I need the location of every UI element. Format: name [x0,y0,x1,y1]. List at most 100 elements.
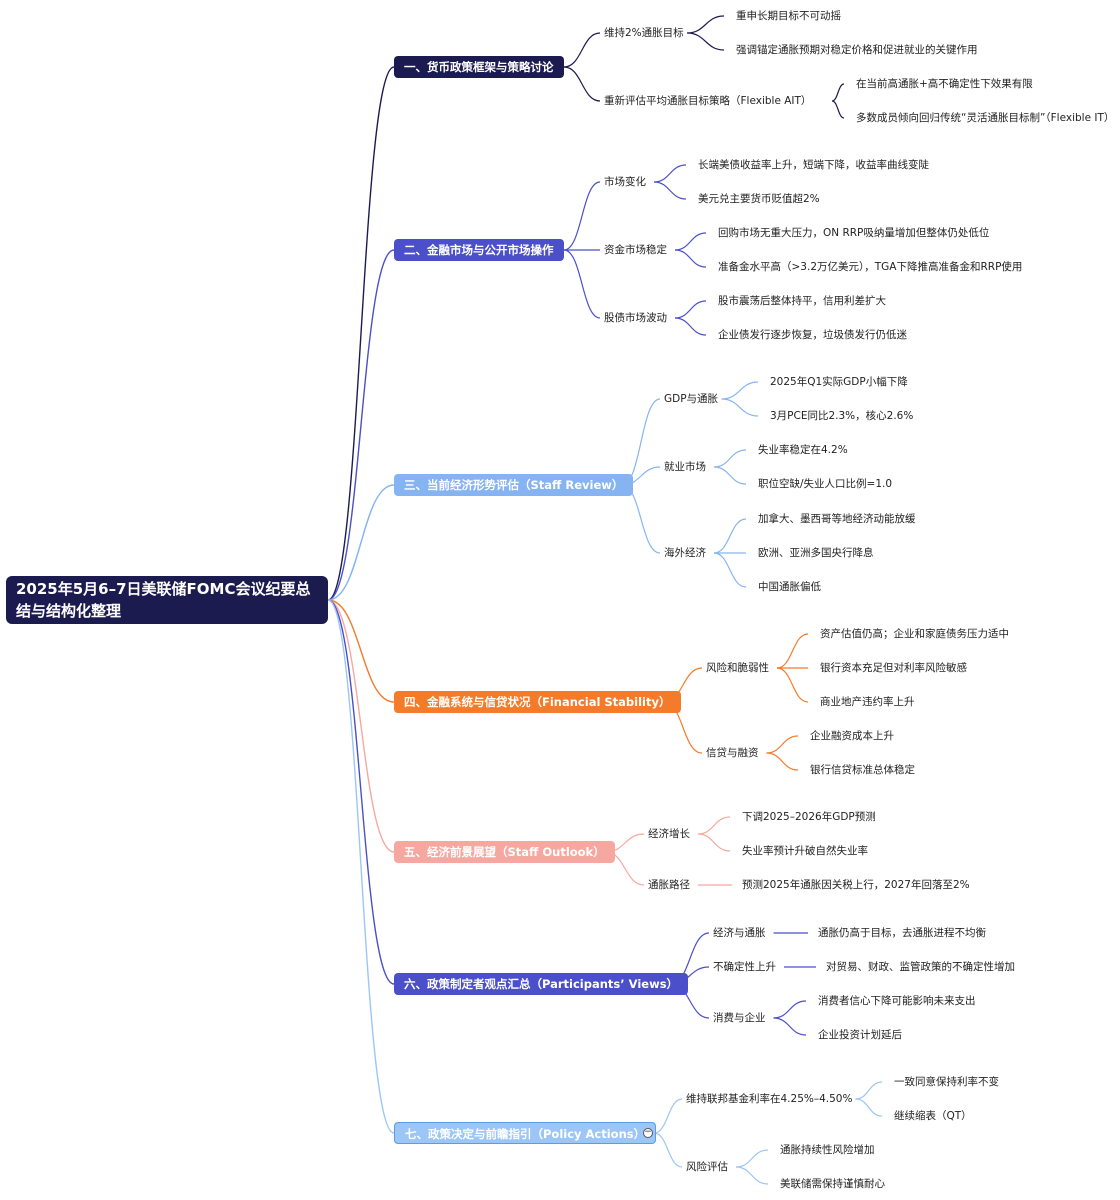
branch-2-sub-1-leaf-2[interactable]: 美元兑主要货币贬值超2% [698,193,820,205]
connector-sub-1-2-leaf-2 [831,100,845,119]
branch-2-sub-1[interactable]: 市场变化 [604,176,646,188]
branch-6-sub-3-leaf-2[interactable]: 企业投资计划延后 [818,1029,902,1041]
branch-5-sub-2-leaf-1[interactable]: 预测2025年通胀因关税上行，2027年回落至2% [742,879,970,891]
branch-7-sub-2-leaf-1[interactable]: 通胀持续性风险增加 [780,1144,875,1156]
branch-2-label: 二、金融市场与公开市场操作 [404,243,554,257]
connector-sub-6-3-leaf-2 [773,1017,807,1036]
root-title: 2025年5月6–7日美联储FOMC会议纪要总结与结构化整理 [16,580,311,620]
branch-4-sub-1-leaf-1[interactable]: 资产估值仍高；企业和家庭债务压力适中 [820,628,1009,640]
branch-6-sub-3[interactable]: 消费与企业 [713,1012,766,1024]
branch-5-sub-2[interactable]: 通胀路径 [648,879,690,891]
connector-root-branch-3 [327,484,395,601]
branch-7-sub-1[interactable]: 维持联邦基金利率在4.25%–4.50% [686,1093,853,1105]
connector-sub-5-1-leaf-2 [697,833,731,852]
connector-branch-7-sub-1 [653,1098,683,1134]
connector-sub-1-1-leaf-1 [687,15,725,34]
branch-1-sub-1-leaf-1[interactable]: 重申长期目标不可动摇 [736,10,841,22]
collapse-toggle-icon[interactable]: − [643,1127,653,1138]
connector-sub-2-3-leaf-1 [674,300,707,319]
branch-3-sub-3-leaf-2[interactable]: 欧洲、亚洲多国央行降息 [758,547,874,559]
connector-sub-4-2-leaf-1 [766,735,799,754]
connector-root-branch-4 [327,599,395,703]
connector-sub-2-3-leaf-2 [674,317,707,336]
branch-6-sub-2[interactable]: 不确定性上升 [713,961,776,973]
branch-6-sub-1[interactable]: 经济与通胀 [713,927,766,939]
branch-4-sub-1-leaf-3[interactable]: 商业地产违约率上升 [820,696,915,708]
branch-5-label: 五、经济前景展望（Staff Outlook） [404,845,605,859]
branch-3-sub-3-leaf-3[interactable]: 中国通胀偏低 [758,581,821,593]
connector-branch-7-sub-2 [653,1132,683,1168]
connector-branch-1-sub-2 [563,66,601,102]
connector-root-branch-2 [327,249,395,601]
branch-3-sub-2[interactable]: 就业市场 [664,461,706,473]
branch-6-sub-3-leaf-1[interactable]: 消费者信心下降可能影响未来支出 [818,995,976,1007]
connector-root-branch-7 [327,599,395,1134]
branch-2-sub-2[interactable]: 资金市场稳定 [604,244,667,256]
connector-sub-1-1-leaf-2 [687,32,725,51]
branch-4-label: 四、金融系统与信贷状况（Financial Stability） [404,695,671,709]
connector-sub-2-2-leaf-1 [674,232,707,251]
branch-7-sub-1-leaf-1[interactable]: 一致同意保持利率不变 [894,1076,999,1088]
branch-1-sub-2-leaf-1[interactable]: 在当前高通胀+高不确定性下效果有限 [856,78,1033,90]
branch-6-sub-1-leaf-1[interactable]: 通胀仍高于目标，去通胀进程不均衡 [818,927,986,939]
connector-sub-2-1-leaf-2 [653,181,687,200]
branch-3[interactable]: 三、当前经济形势评估（Staff Review） [394,474,634,496]
connector-branch-2-sub-3 [563,249,601,319]
branch-1[interactable]: 一、货币政策框架与策略讨论 [394,56,564,78]
connector-sub-4-1-leaf-3 [776,667,809,703]
branch-1-sub-2-leaf-2[interactable]: 多数成员倾向回归传统“灵活通胀目标制”（Flexible IT） [856,112,1115,124]
connector-sub-3-2-leaf-1 [713,449,747,468]
branch-4-sub-2[interactable]: 信贷与融资 [706,747,759,759]
branch-3-sub-3[interactable]: 海外经济 [664,547,706,559]
branch-2-sub-1-leaf-1[interactable]: 长端美债收益率上升，短端下降，收益率曲线变陡 [698,159,929,171]
branch-6-sub-2-leaf-1[interactable]: 对贸易、财政、监管政策的不确定性增加 [826,961,1015,973]
branch-1-sub-2[interactable]: 重新评估平均通胀目标策略（Flexible AIT） [604,95,812,107]
branch-5[interactable]: 五、经济前景展望（Staff Outlook） [394,841,615,863]
branch-7-sub-2-leaf-2[interactable]: 美联储需保持谨慎耐心 [780,1178,885,1190]
connector-root-branch-1 [327,66,395,601]
connector-sub-2-2-leaf-2 [674,249,707,268]
branch-4[interactable]: 四、金融系统与信贷状况（Financial Stability） [394,691,681,713]
branch-1-label: 一、货币政策框架与策略讨论 [404,60,554,74]
branch-4-sub-1-leaf-2[interactable]: 银行资本充足但对利率风险敏感 [820,662,967,674]
branch-5-sub-1-leaf-2[interactable]: 失业率预计升破自然失业率 [742,845,868,857]
branch-2[interactable]: 二、金融市场与公开市场操作 [394,239,564,261]
connector-sub-1-2-leaf-1 [831,83,845,102]
branch-7[interactable]: 七、政策决定与前瞻指引（Policy Actions） [394,1122,657,1144]
branch-6[interactable]: 六、政策制定者观点汇总（Participants’ Views） [394,973,689,995]
connector-root-branch-5 [327,599,395,853]
connector-branch-1-sub-1 [563,32,601,68]
connector-sub-3-3-leaf-3 [713,552,747,588]
branch-3-sub-1-leaf-1[interactable]: 2025年Q1实际GDP小幅下降 [770,376,908,388]
branch-6-label: 六、政策制定者观点汇总（Participants’ Views） [404,977,679,991]
connector-sub-2-1-leaf-1 [653,164,687,183]
branch-4-sub-2-leaf-1[interactable]: 企业融资成本上升 [810,730,894,742]
branch-5-sub-1-leaf-1[interactable]: 下调2025–2026年GDP预测 [742,811,876,823]
branch-2-sub-3-leaf-2[interactable]: 企业债发行逐步恢复，垃圾债发行仍低迷 [718,329,907,341]
root-topic[interactable]: 2025年5月6–7日美联储FOMC会议纪要总结与结构化整理 [6,576,328,624]
branch-2-sub-2-leaf-1[interactable]: 回购市场无重大压力，ON RRP吸纳量增加但整体仍处低位 [718,227,990,239]
branch-3-sub-1-leaf-2[interactable]: 3月PCE同比2.3%，核心2.6% [770,410,914,422]
branch-2-sub-3-leaf-1[interactable]: 股市震荡后整体持平，信用利差扩大 [718,295,886,307]
branch-7-sub-2[interactable]: 风险评估 [686,1161,728,1173]
branch-5-sub-1[interactable]: 经济增长 [648,828,690,840]
branch-2-sub-3[interactable]: 股债市场波动 [604,312,667,324]
branch-3-sub-3-leaf-1[interactable]: 加拿大、墨西哥等地经济动能放缓 [758,513,916,525]
connector-sub-4-1-leaf-1 [776,633,809,669]
branch-3-sub-2-leaf-2[interactable]: 职位空缺/失业人口比例=1.0 [758,478,893,490]
branch-4-sub-2-leaf-2[interactable]: 银行信贷标准总体稳定 [810,764,915,776]
connector-sub-3-2-leaf-2 [713,466,747,485]
branch-3-sub-1[interactable]: GDP与通胀 [664,393,719,405]
branch-2-sub-2-leaf-2[interactable]: 准备金水平高（>3.2万亿美元），TGA下降推高准备金和RRP使用 [718,261,1023,273]
connector-sub-3-1-leaf-1 [721,381,759,400]
connector-sub-7-1-leaf-1 [855,1081,883,1100]
branch-1-sub-1[interactable]: 维持2%通胀目标 [604,27,684,39]
branch-1-sub-1-leaf-2[interactable]: 强调锚定通胀预期对稳定价格和促进就业的关键作用 [736,44,978,56]
branch-4-sub-1[interactable]: 风险和脆弱性 [706,662,769,674]
branch-7-sub-1-leaf-2[interactable]: 继续缩表（QT） [894,1110,972,1122]
connector-sub-6-3-leaf-1 [773,1000,807,1019]
branch-3-sub-2-leaf-1[interactable]: 失业率稳定在4.2% [758,444,848,456]
connector-sub-5-1-leaf-1 [697,816,731,835]
connector-sub-3-3-leaf-1 [713,518,747,554]
